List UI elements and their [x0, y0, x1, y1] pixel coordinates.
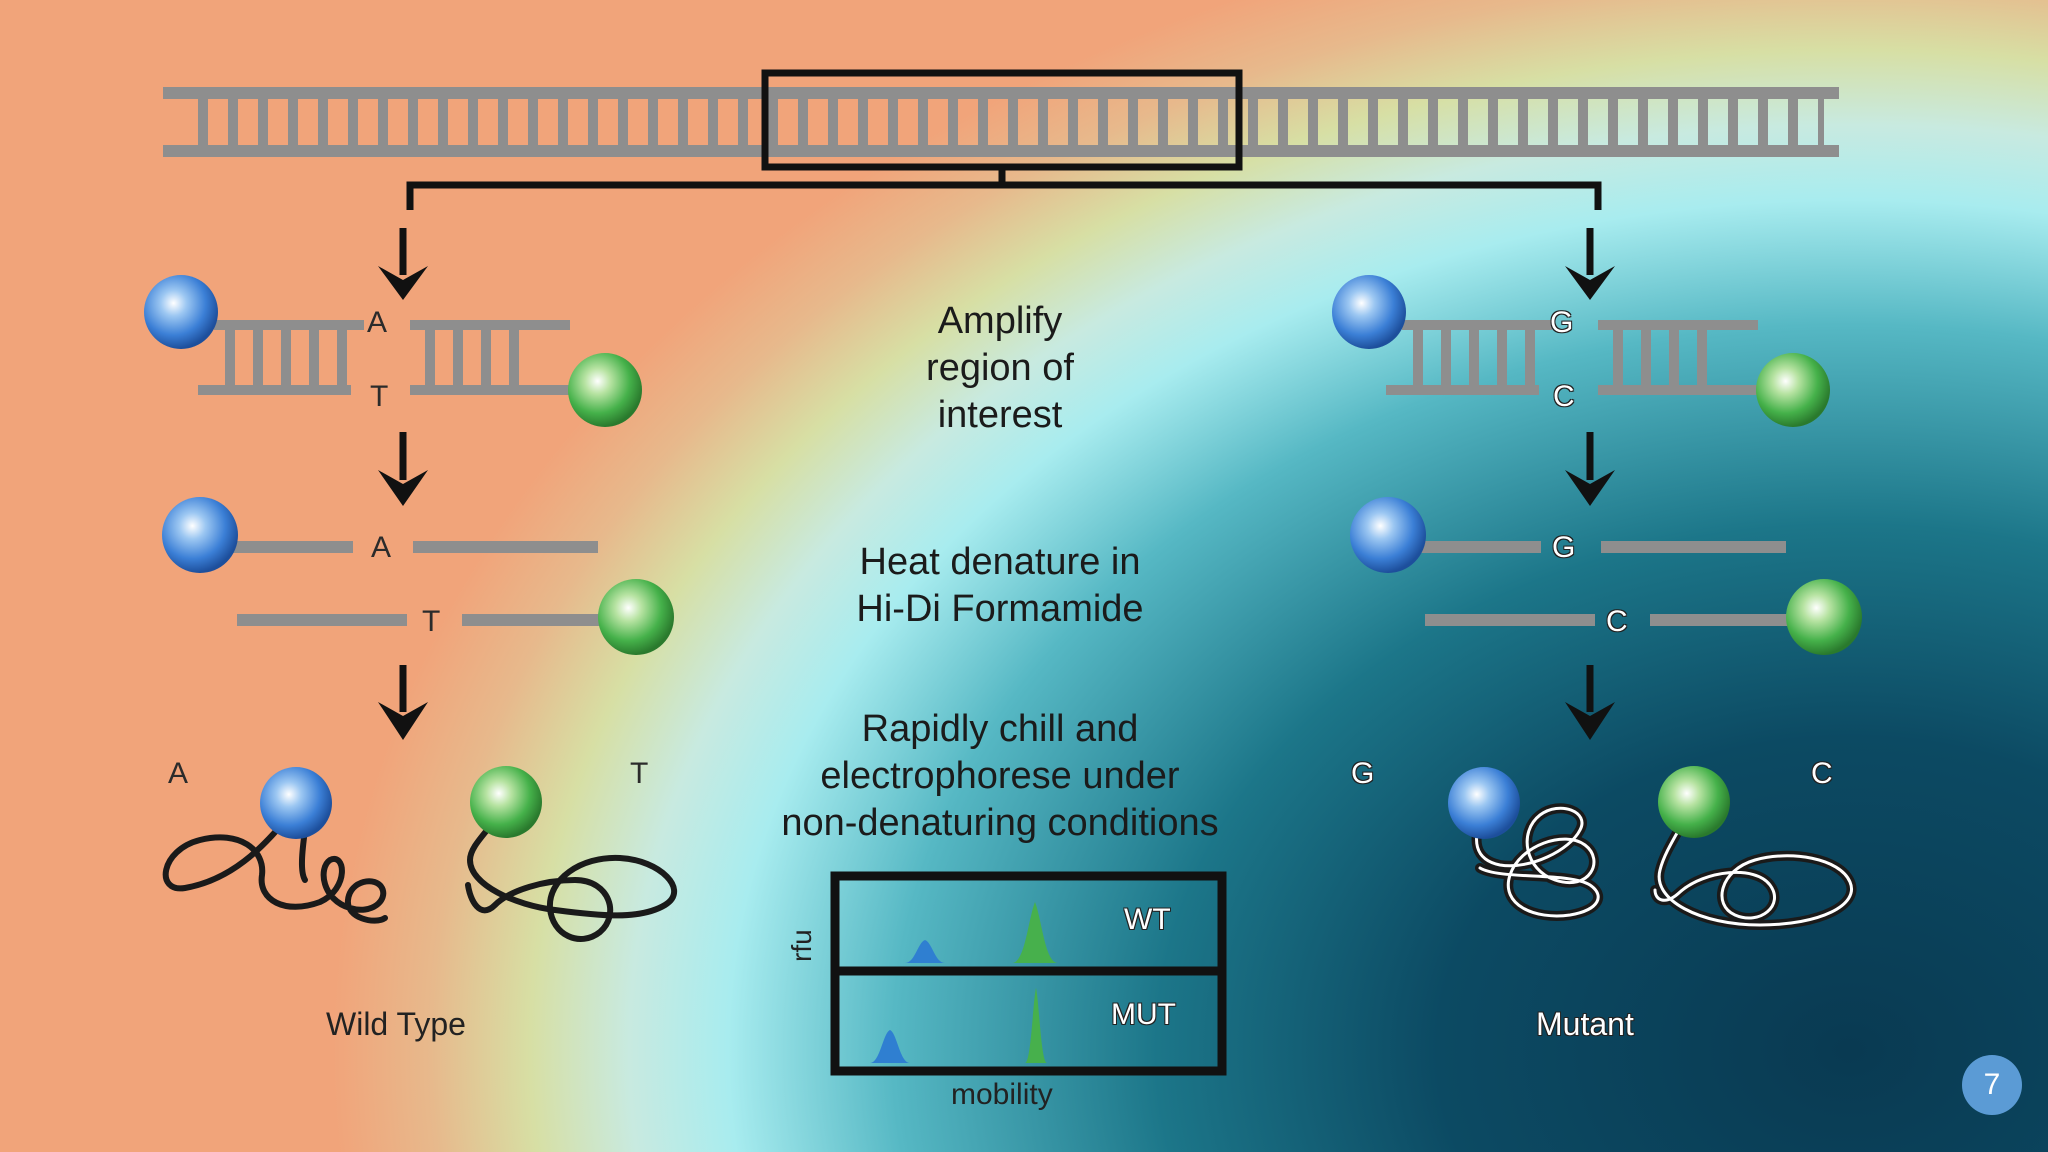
wild-type-top-base-ss: A [371, 531, 392, 564]
mutant-conformer-g-label: G [1351, 757, 1375, 790]
mutant-single-strands [1418, 541, 1800, 626]
plot-x-axis-label: mobility [951, 1078, 1053, 1111]
arrow-down-icon [378, 228, 428, 300]
blue-dye-sphere [1350, 497, 1426, 573]
wild-type-amplicon [198, 320, 573, 395]
electropherogram [830, 871, 1227, 1076]
step-chill-label: Rapidly chill and electrophorese under n… [781, 708, 1219, 844]
mutant-conformer-c-label: C [1811, 757, 1833, 790]
blue-dye-sphere [162, 497, 238, 573]
wild-type-top-base: A [367, 306, 388, 339]
wild-type-single-strands [230, 541, 612, 626]
wild-type-conformers [162, 802, 678, 942]
wild-type-bottom-base-ss: T [422, 605, 441, 638]
page-number-badge: 7 [1962, 1055, 2022, 1115]
mutant-caption: Mutant [1536, 1006, 1634, 1042]
arrow-down-icon [1565, 432, 1615, 506]
arrow-down-icon [378, 432, 428, 506]
plot-mut-label: MUT [1111, 998, 1176, 1031]
wild-type-bottom-base: T [370, 380, 389, 413]
branch-connector [406, 167, 1602, 210]
arrow-down-icon [1565, 665, 1615, 740]
wild-type-caption: Wild Type [326, 1006, 466, 1042]
green-dye-sphere [1658, 766, 1730, 838]
mutant-bottom-base: C [1553, 380, 1575, 413]
arrow-down-icon [1565, 228, 1615, 300]
mut-green-peak [1025, 988, 1047, 1063]
mutant-conformers [1471, 797, 1857, 931]
mutant-top-base-ss: G [1552, 531, 1576, 564]
green-dye-sphere [1786, 579, 1862, 655]
wild-type-conformer-t-label: T [630, 757, 649, 790]
step-denature-label: Heat denature in Hi-Di Formamide [856, 541, 1144, 630]
step-amplify-label: Amplify region of interest [926, 300, 1074, 436]
arrows [378, 228, 1615, 740]
arrow-down-icon [378, 665, 428, 740]
wt-blue-peak [905, 940, 945, 963]
mutant-top-base: G [1550, 306, 1574, 339]
mutant-amplicon [1386, 320, 1761, 395]
wild-type-conformer-a-label: A [168, 757, 189, 790]
plot-wt-label: WT [1124, 903, 1171, 936]
green-dye-sphere [470, 766, 542, 838]
green-dye-sphere [568, 353, 642, 427]
blue-dye-sphere [144, 275, 218, 349]
green-dye-sphere [1756, 353, 1830, 427]
green-dye-sphere [598, 579, 674, 655]
wt-green-peak [1012, 902, 1058, 963]
blue-dye-sphere [1448, 767, 1520, 839]
blue-dye-sphere [260, 767, 332, 839]
mut-blue-peak [870, 1030, 910, 1063]
genomic-dna-ladder [163, 87, 1839, 157]
blue-dye-sphere [1332, 275, 1406, 349]
mutant-bottom-base-ss: C [1606, 605, 1628, 638]
plot-y-axis-label: rfu [786, 929, 817, 962]
